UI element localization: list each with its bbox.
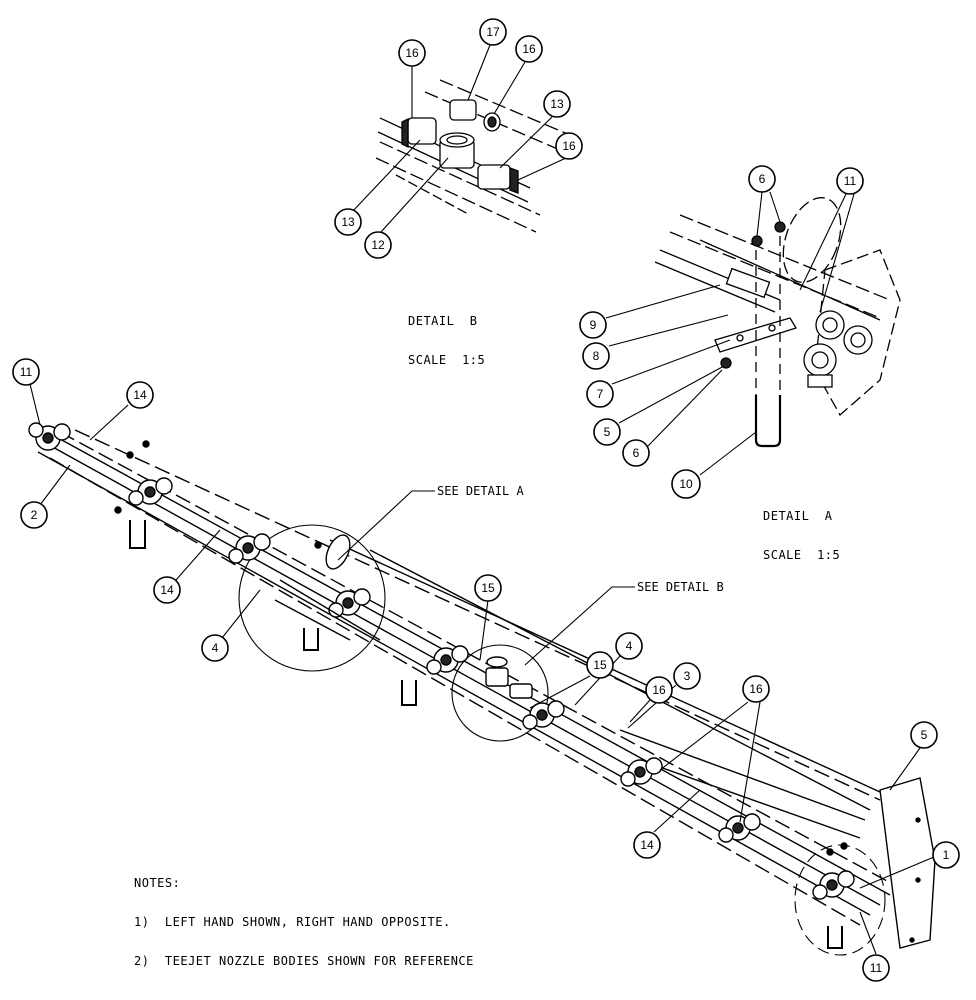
svg-text:11: 11 bbox=[844, 174, 857, 188]
svg-text:14: 14 bbox=[133, 388, 147, 402]
callout-m-11a: 11 bbox=[12, 358, 40, 386]
callout-a-6b: 6 bbox=[622, 439, 650, 467]
callout-m-15a: 15 bbox=[474, 574, 502, 602]
svg-text:13: 13 bbox=[341, 215, 355, 229]
svg-text:16: 16 bbox=[522, 42, 536, 56]
svg-text:16: 16 bbox=[405, 46, 419, 60]
svg-text:1: 1 bbox=[943, 848, 950, 862]
nozzle-body-6 bbox=[522, 700, 565, 730]
svg-text:12: 12 bbox=[371, 238, 385, 252]
svg-text:9: 9 bbox=[590, 318, 597, 332]
callout-a-8: 8 bbox=[582, 342, 610, 370]
callout-a-6a: 6 bbox=[748, 165, 776, 193]
detail-b-drawing bbox=[375, 79, 571, 233]
detail-b-scale: SCALE 1:5 bbox=[408, 353, 486, 367]
callout-b-17: 17 bbox=[479, 18, 507, 46]
callout-m-5: 5 bbox=[910, 721, 938, 749]
detail-a-caption: DETAIL A SCALE 1:5 bbox=[763, 484, 840, 575]
callouts: 16 17 16 13 16 13 12 6 11 9 8 7 5 6 10 1… bbox=[12, 18, 960, 982]
see-detail-a-label: SEE DETAIL A bbox=[437, 484, 524, 498]
svg-text:11: 11 bbox=[870, 961, 883, 975]
callout-m-1: 1 bbox=[932, 841, 960, 869]
callout-m-14b: 14 bbox=[153, 576, 181, 604]
svg-text:17: 17 bbox=[486, 25, 500, 39]
svg-text:11: 11 bbox=[20, 365, 33, 379]
callout-b-16c: 16 bbox=[555, 132, 583, 160]
svg-text:15: 15 bbox=[593, 658, 607, 672]
notes-block: NOTES: 1) LEFT HAND SHOWN, RIGHT HAND OP… bbox=[134, 851, 474, 981]
detail-b-caption: DETAIL B SCALE 1:5 bbox=[408, 289, 485, 380]
callout-m-14c: 14 bbox=[633, 831, 661, 859]
callout-m-2: 2 bbox=[20, 501, 48, 529]
see-detail-b-label: SEE DETAIL B bbox=[637, 580, 724, 594]
callout-a-5: 5 bbox=[593, 418, 621, 446]
svg-text:16: 16 bbox=[749, 682, 763, 696]
callout-b-16a: 16 bbox=[398, 39, 426, 67]
detail-a-leaders bbox=[605, 191, 855, 476]
see-detail-references: SEE DETAIL A SEE DETAIL B bbox=[337, 484, 724, 666]
callout-m-15b: 15 bbox=[586, 651, 614, 679]
svg-text:14: 14 bbox=[160, 583, 174, 597]
nozzle-body-9 bbox=[812, 870, 855, 900]
callout-m-4b: 4 bbox=[615, 632, 643, 660]
note-item: 1) LEFT HAND SHOWN, RIGHT HAND OPPOSITE. bbox=[134, 915, 451, 929]
boom-drawing bbox=[28, 422, 936, 956]
callout-b-12: 12 bbox=[364, 231, 392, 259]
callout-m-16a: 16 bbox=[645, 676, 673, 704]
callout-m-3: 3 bbox=[673, 662, 701, 690]
nozzle-body-4 bbox=[328, 588, 371, 618]
svg-text:7: 7 bbox=[597, 387, 604, 401]
boom-leaders bbox=[29, 383, 935, 955]
callout-m-11b: 11 bbox=[862, 954, 890, 982]
svg-text:6: 6 bbox=[759, 172, 766, 186]
detail-b-title: DETAIL B bbox=[408, 314, 478, 328]
callout-a-10: 10 bbox=[671, 469, 701, 499]
svg-text:8: 8 bbox=[593, 349, 600, 363]
svg-text:4: 4 bbox=[212, 641, 219, 655]
callout-b-13a: 13 bbox=[543, 90, 571, 118]
callout-a-9: 9 bbox=[579, 311, 607, 339]
svg-text:5: 5 bbox=[604, 425, 611, 439]
callout-m-14a: 14 bbox=[126, 381, 154, 409]
svg-text:2: 2 bbox=[31, 508, 38, 522]
svg-text:5: 5 bbox=[921, 728, 928, 742]
svg-text:13: 13 bbox=[550, 97, 564, 111]
tee-fitting bbox=[485, 656, 533, 699]
callout-a-11: 11 bbox=[836, 167, 864, 195]
nozzle-body-7 bbox=[620, 757, 663, 787]
callout-b-16b: 16 bbox=[515, 35, 543, 63]
detail-b-leaders bbox=[351, 44, 567, 233]
note-item: 2) TEEJET NOZZLE BODIES SHOWN FOR REFERE… bbox=[134, 954, 474, 968]
callout-a-7: 7 bbox=[586, 380, 614, 408]
svg-text:6: 6 bbox=[633, 446, 640, 460]
callout-b-13b: 13 bbox=[334, 208, 362, 236]
svg-text:14: 14 bbox=[640, 838, 654, 852]
nozzle-body-5 bbox=[426, 645, 469, 675]
callout-m-16b: 16 bbox=[742, 675, 770, 703]
detail-a-title: DETAIL A bbox=[763, 509, 833, 523]
nozzle-body-3 bbox=[228, 533, 271, 564]
detail-a-drawing bbox=[654, 197, 901, 448]
svg-text:4: 4 bbox=[626, 639, 633, 653]
svg-text:15: 15 bbox=[481, 581, 495, 595]
svg-text:10: 10 bbox=[679, 477, 693, 491]
svg-text:3: 3 bbox=[684, 669, 691, 683]
nozzle-body-1 bbox=[28, 422, 71, 451]
detail-a-scale: SCALE 1:5 bbox=[763, 548, 841, 562]
svg-text:16: 16 bbox=[562, 139, 576, 153]
notes-heading: NOTES: bbox=[134, 876, 181, 890]
svg-text:16: 16 bbox=[652, 683, 666, 697]
nozzle-body-2 bbox=[128, 477, 173, 506]
callout-m-4a: 4 bbox=[201, 634, 229, 662]
nozzle-body-8 bbox=[718, 813, 761, 843]
